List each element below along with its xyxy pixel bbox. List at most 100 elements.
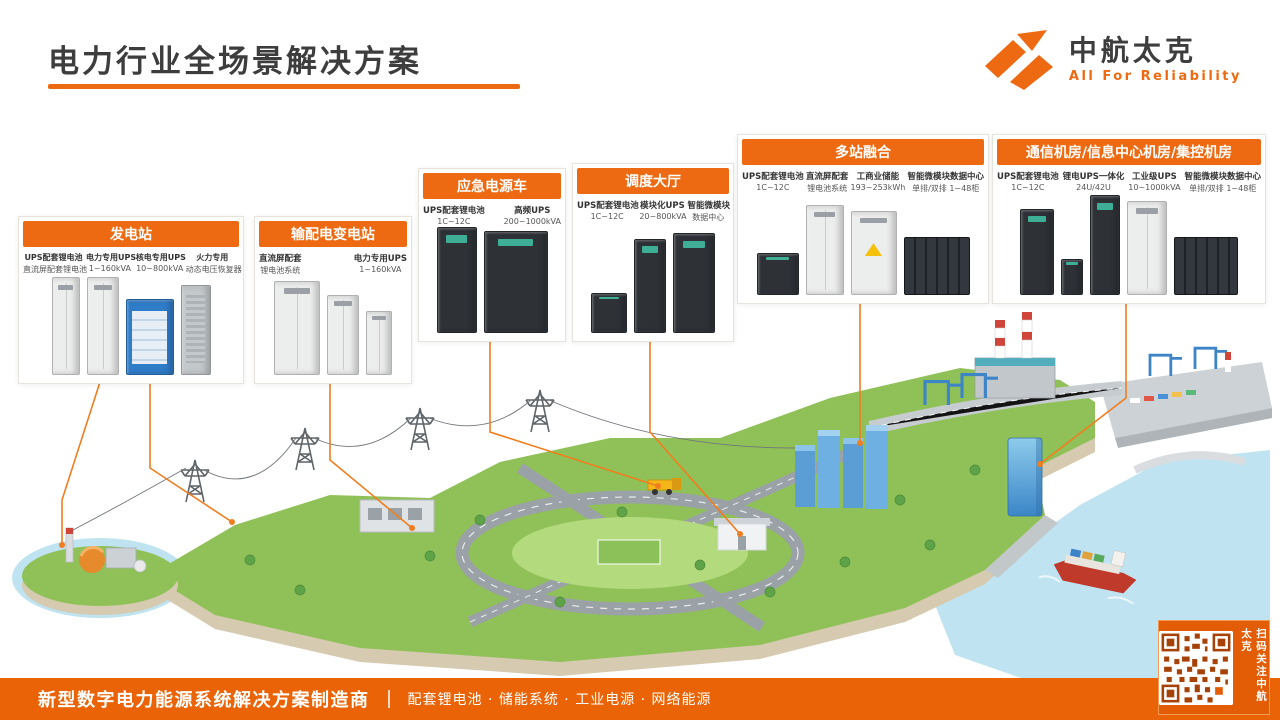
- spec-name: UPS配套锂电池: [997, 172, 1059, 182]
- logo-mark-icon: [984, 30, 1053, 90]
- spec-name: UPS配套锂电池: [24, 253, 83, 262]
- brand-name: 中航太克: [1068, 33, 1197, 67]
- spec-name: 智能微模块: [687, 201, 730, 211]
- product-images: [255, 281, 411, 375]
- battery-cabinet: [274, 281, 320, 375]
- spec-value: 200~1000kVA: [503, 217, 561, 226]
- battery-cabinet: [125, 299, 174, 375]
- spec-value: 20~800kVA: [639, 212, 687, 221]
- cargo-ship: [1038, 548, 1137, 605]
- spec-value: 193~253kWh: [850, 183, 906, 192]
- micro-module-row: [1174, 237, 1238, 295]
- qr-caption: 扫码关注中航太克: [1240, 627, 1267, 703]
- vented-cabinet: [180, 285, 211, 375]
- spec-value: 单排/双排 1~48柜: [1189, 184, 1257, 193]
- spec-name: UPS配套锂电池: [577, 201, 639, 211]
- battery-module: [756, 253, 799, 295]
- spec-name: 模块化UPS: [640, 201, 685, 211]
- micro-module: [673, 233, 715, 333]
- spec-name: 直流屏配套: [805, 172, 849, 182]
- page-title: 电力行业全场景解决方案: [48, 44, 422, 80]
- product-images: [573, 233, 733, 333]
- power-plant-island: [22, 527, 178, 615]
- ups-cabinet: [634, 239, 666, 333]
- footer-slogan: 新型数字电力能源系统解决方案制造商: [38, 690, 370, 711]
- spec-name: 直流屏配套: [259, 254, 302, 264]
- cargo-pier: [1100, 346, 1272, 474]
- glass-office-tower: [1007, 437, 1043, 517]
- spec-value: 1C~12C: [590, 212, 624, 221]
- trees: [244, 464, 981, 608]
- spec-value: 1~160kVA: [88, 264, 131, 273]
- spec-name: 核电专用UPS: [135, 253, 186, 262]
- micro-module-row: [903, 237, 970, 295]
- callout-emergency-vehicle-title: 应急电源车: [423, 173, 561, 199]
- qr-block: 扫码关注中航太克: [1158, 620, 1270, 715]
- spec-value: 10~800kVA: [136, 264, 184, 273]
- spec-name: 工商业储能: [856, 172, 900, 182]
- title-underline: [48, 84, 520, 89]
- spec-name: UPS配套锂电池: [423, 206, 485, 216]
- product-images: [738, 205, 988, 295]
- spec-value: 锂电池系统: [260, 266, 301, 275]
- spec-value: 1C~12C: [756, 183, 790, 192]
- ups-cabinet: [366, 311, 392, 375]
- spec-value: 直流屏配套锂电池: [23, 265, 87, 274]
- spec-value: 单排/双排 1~48柜: [912, 184, 980, 193]
- callout-multi-station-title: 多站融合: [742, 139, 984, 165]
- spec-name: 高频UPS: [514, 206, 551, 216]
- ups-cabinet: [1020, 209, 1054, 295]
- spec-value: 24U/42U: [1076, 183, 1111, 192]
- spec-value: 动态电压恢复器: [185, 265, 242, 274]
- spec-value: 锂电池系统: [807, 184, 848, 193]
- company-logo: 中航太克 All For Reliability: [983, 30, 1242, 90]
- battery-module: [591, 293, 627, 333]
- spec-name: 智能微模块数据中心: [1184, 172, 1261, 182]
- spec-name: 智能微模块数据中心: [907, 172, 984, 182]
- dispatch-hall-building: [714, 518, 770, 551]
- central-park: [512, 517, 748, 589]
- spec-name: 电力专用UPS: [353, 254, 407, 264]
- spec-list: UPS配套锂电池直流屏配套锂电池 电力专用UPS 1~160kVA 核电专用UPS…: [19, 247, 243, 275]
- footer-product-line: 配套锂电池 · 储能系统 · 工业电源 · 网络能源: [407, 692, 712, 708]
- product-images: [993, 195, 1265, 295]
- callout-communication-rooms-title: 通信机房/信息中心机房/集控机房: [997, 139, 1261, 165]
- footer-bar: 新型数字电力能源系统解决方案制造商 配套锂电池 · 储能系统 · 工业电源 · …: [0, 678, 1280, 720]
- product-images: [419, 227, 565, 333]
- residential-towers: [795, 425, 888, 509]
- callout-dispatch-hall-title: 调度大厅: [577, 168, 729, 194]
- battery-cabinet: [805, 205, 844, 295]
- spec-name: 火力专用: [196, 253, 229, 262]
- ups-cabinet: [51, 277, 80, 375]
- callout-power-station: 发电站 UPS配套锂电池直流屏配套锂电池 电力专用UPS 1~160kVA 核电专…: [18, 216, 244, 384]
- ups-cabinet: [1090, 195, 1120, 295]
- spec-name: 电力专用UPS: [86, 253, 137, 262]
- brand-tagline: All For Reliability: [1068, 68, 1242, 84]
- spec-name: 锂电UPS一体化: [1062, 172, 1125, 182]
- qr-code: [1159, 630, 1233, 705]
- spec-value: 1~160kVA: [359, 265, 402, 274]
- substation: [359, 499, 435, 533]
- energy-storage-cabinet: [850, 211, 897, 295]
- footer-divider: [387, 690, 390, 708]
- ups-cabinet: [483, 231, 548, 333]
- ups-cabinet: [436, 227, 477, 333]
- ups-cabinet: [1127, 201, 1167, 295]
- spec-value: 1C~12C: [1011, 183, 1045, 192]
- battery-module: [1061, 259, 1083, 295]
- spec-value: 数据中心: [692, 213, 725, 222]
- factory: [974, 312, 1056, 399]
- callout-power-station-title: 发电站: [23, 221, 239, 247]
- callout-substation-title: 输配电变电站: [259, 221, 407, 247]
